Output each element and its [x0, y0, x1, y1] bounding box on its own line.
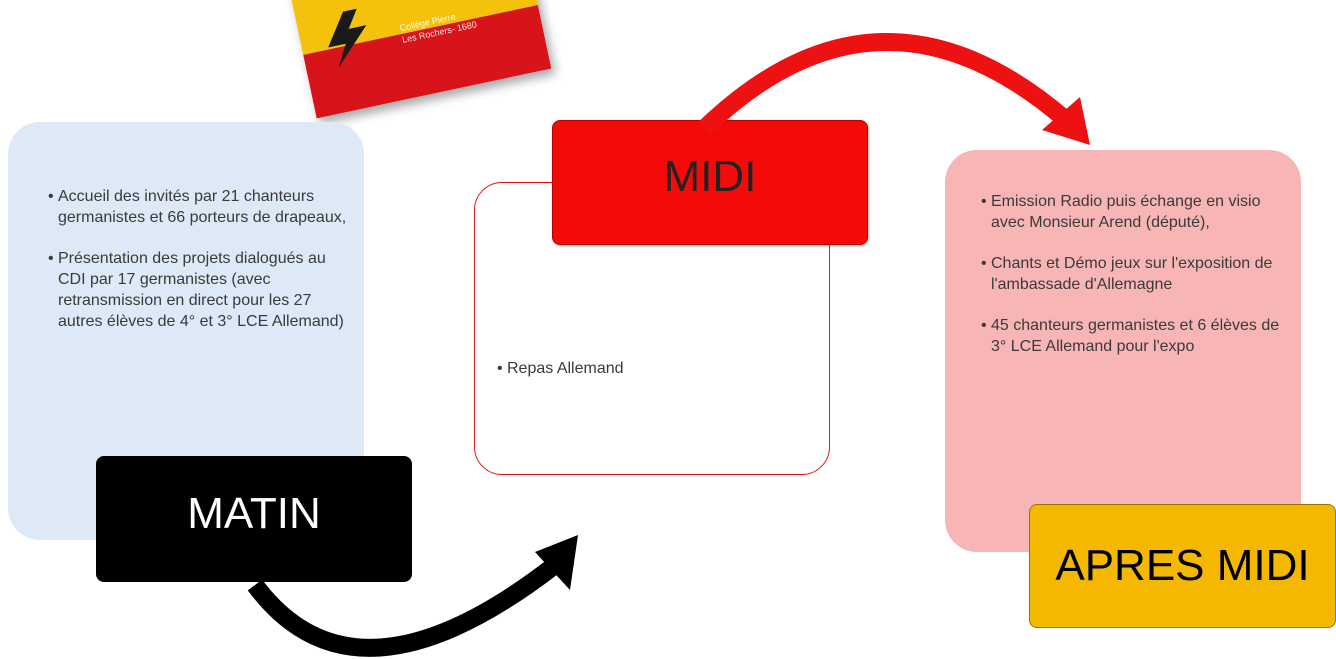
black-curved-arrow — [247, 557, 561, 657]
apres-midi-list: Emission Radio puis échange en visio ave… — [981, 191, 1281, 377]
apres-midi-label: APRES MIDI — [1029, 504, 1336, 628]
matin-list: Accueil des invités par 21 chanteurs ger… — [48, 186, 348, 352]
list-item: Emission Radio puis échange en visio ave… — [981, 191, 1281, 233]
lightning-icon — [328, 8, 367, 68]
midi-label: MIDI — [552, 120, 868, 245]
flyer-image: Collège Pierre Les Rochers- 1680 — [288, 0, 552, 119]
list-item: Repas Allemand — [497, 358, 797, 379]
list-item: Accueil des invités par 21 chanteurs ger… — [48, 186, 348, 228]
black-arrowhead — [535, 535, 578, 590]
matin-label: MATIN — [96, 456, 412, 582]
red-curved-arrow — [698, 33, 1072, 135]
midi-list: Repas Allemand — [497, 358, 797, 379]
list-item: Présentation des projets dialogués au CD… — [48, 248, 348, 332]
red-arrowhead — [1042, 97, 1090, 145]
list-item: Chants et Démo jeux sur l'exposition de … — [981, 253, 1281, 295]
list-item: 45 chanteurs germanistes et 6 élèves de … — [981, 315, 1281, 357]
